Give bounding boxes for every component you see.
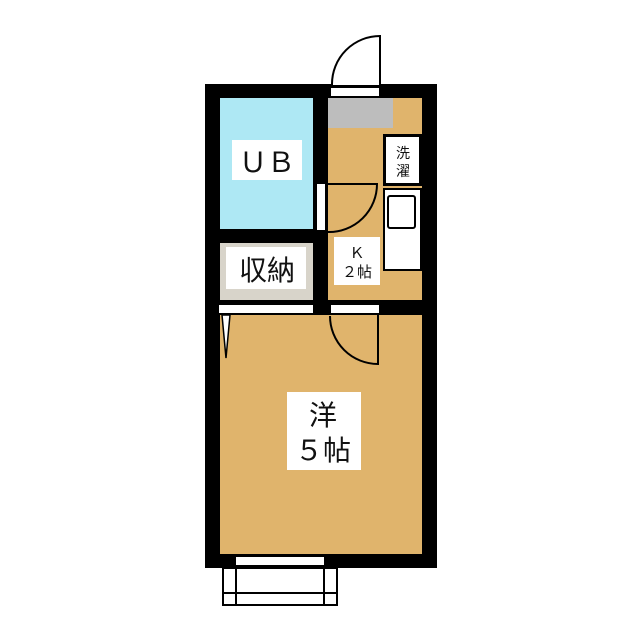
storage-door-opening	[219, 305, 313, 313]
sink-icon	[387, 195, 416, 229]
entrance-door-swing-icon	[331, 34, 381, 87]
room-door-swing-icon	[329, 315, 379, 366]
laundry-space	[386, 137, 419, 183]
laundry-label-2: 濯	[396, 164, 410, 180]
western-room-label-bg	[287, 392, 361, 470]
unit-bath-label: ＵＢ	[239, 146, 295, 179]
room-door-opening	[331, 305, 379, 313]
balcony	[222, 567, 338, 606]
bath-door-swing-icon	[327, 183, 379, 234]
window	[236, 557, 324, 565]
western-room-label-2: ５帖	[295, 434, 351, 467]
kitchen-label-1: Ｋ	[349, 244, 364, 262]
western-room-label-1: 洋	[309, 399, 337, 432]
bath-door-opening	[317, 184, 325, 230]
entry-area	[328, 98, 393, 128]
kitchen-label-bg	[334, 237, 380, 285]
storage-label: 収納	[239, 254, 295, 287]
entrance-door-opening	[331, 88, 379, 96]
kitchen-label-2: ２帖	[342, 263, 372, 281]
unit-bath-label-bg	[232, 140, 302, 180]
laundry-label-1: 洗	[396, 146, 410, 162]
storage-label-bg	[226, 247, 306, 289]
storage-door-icon	[221, 314, 231, 359]
